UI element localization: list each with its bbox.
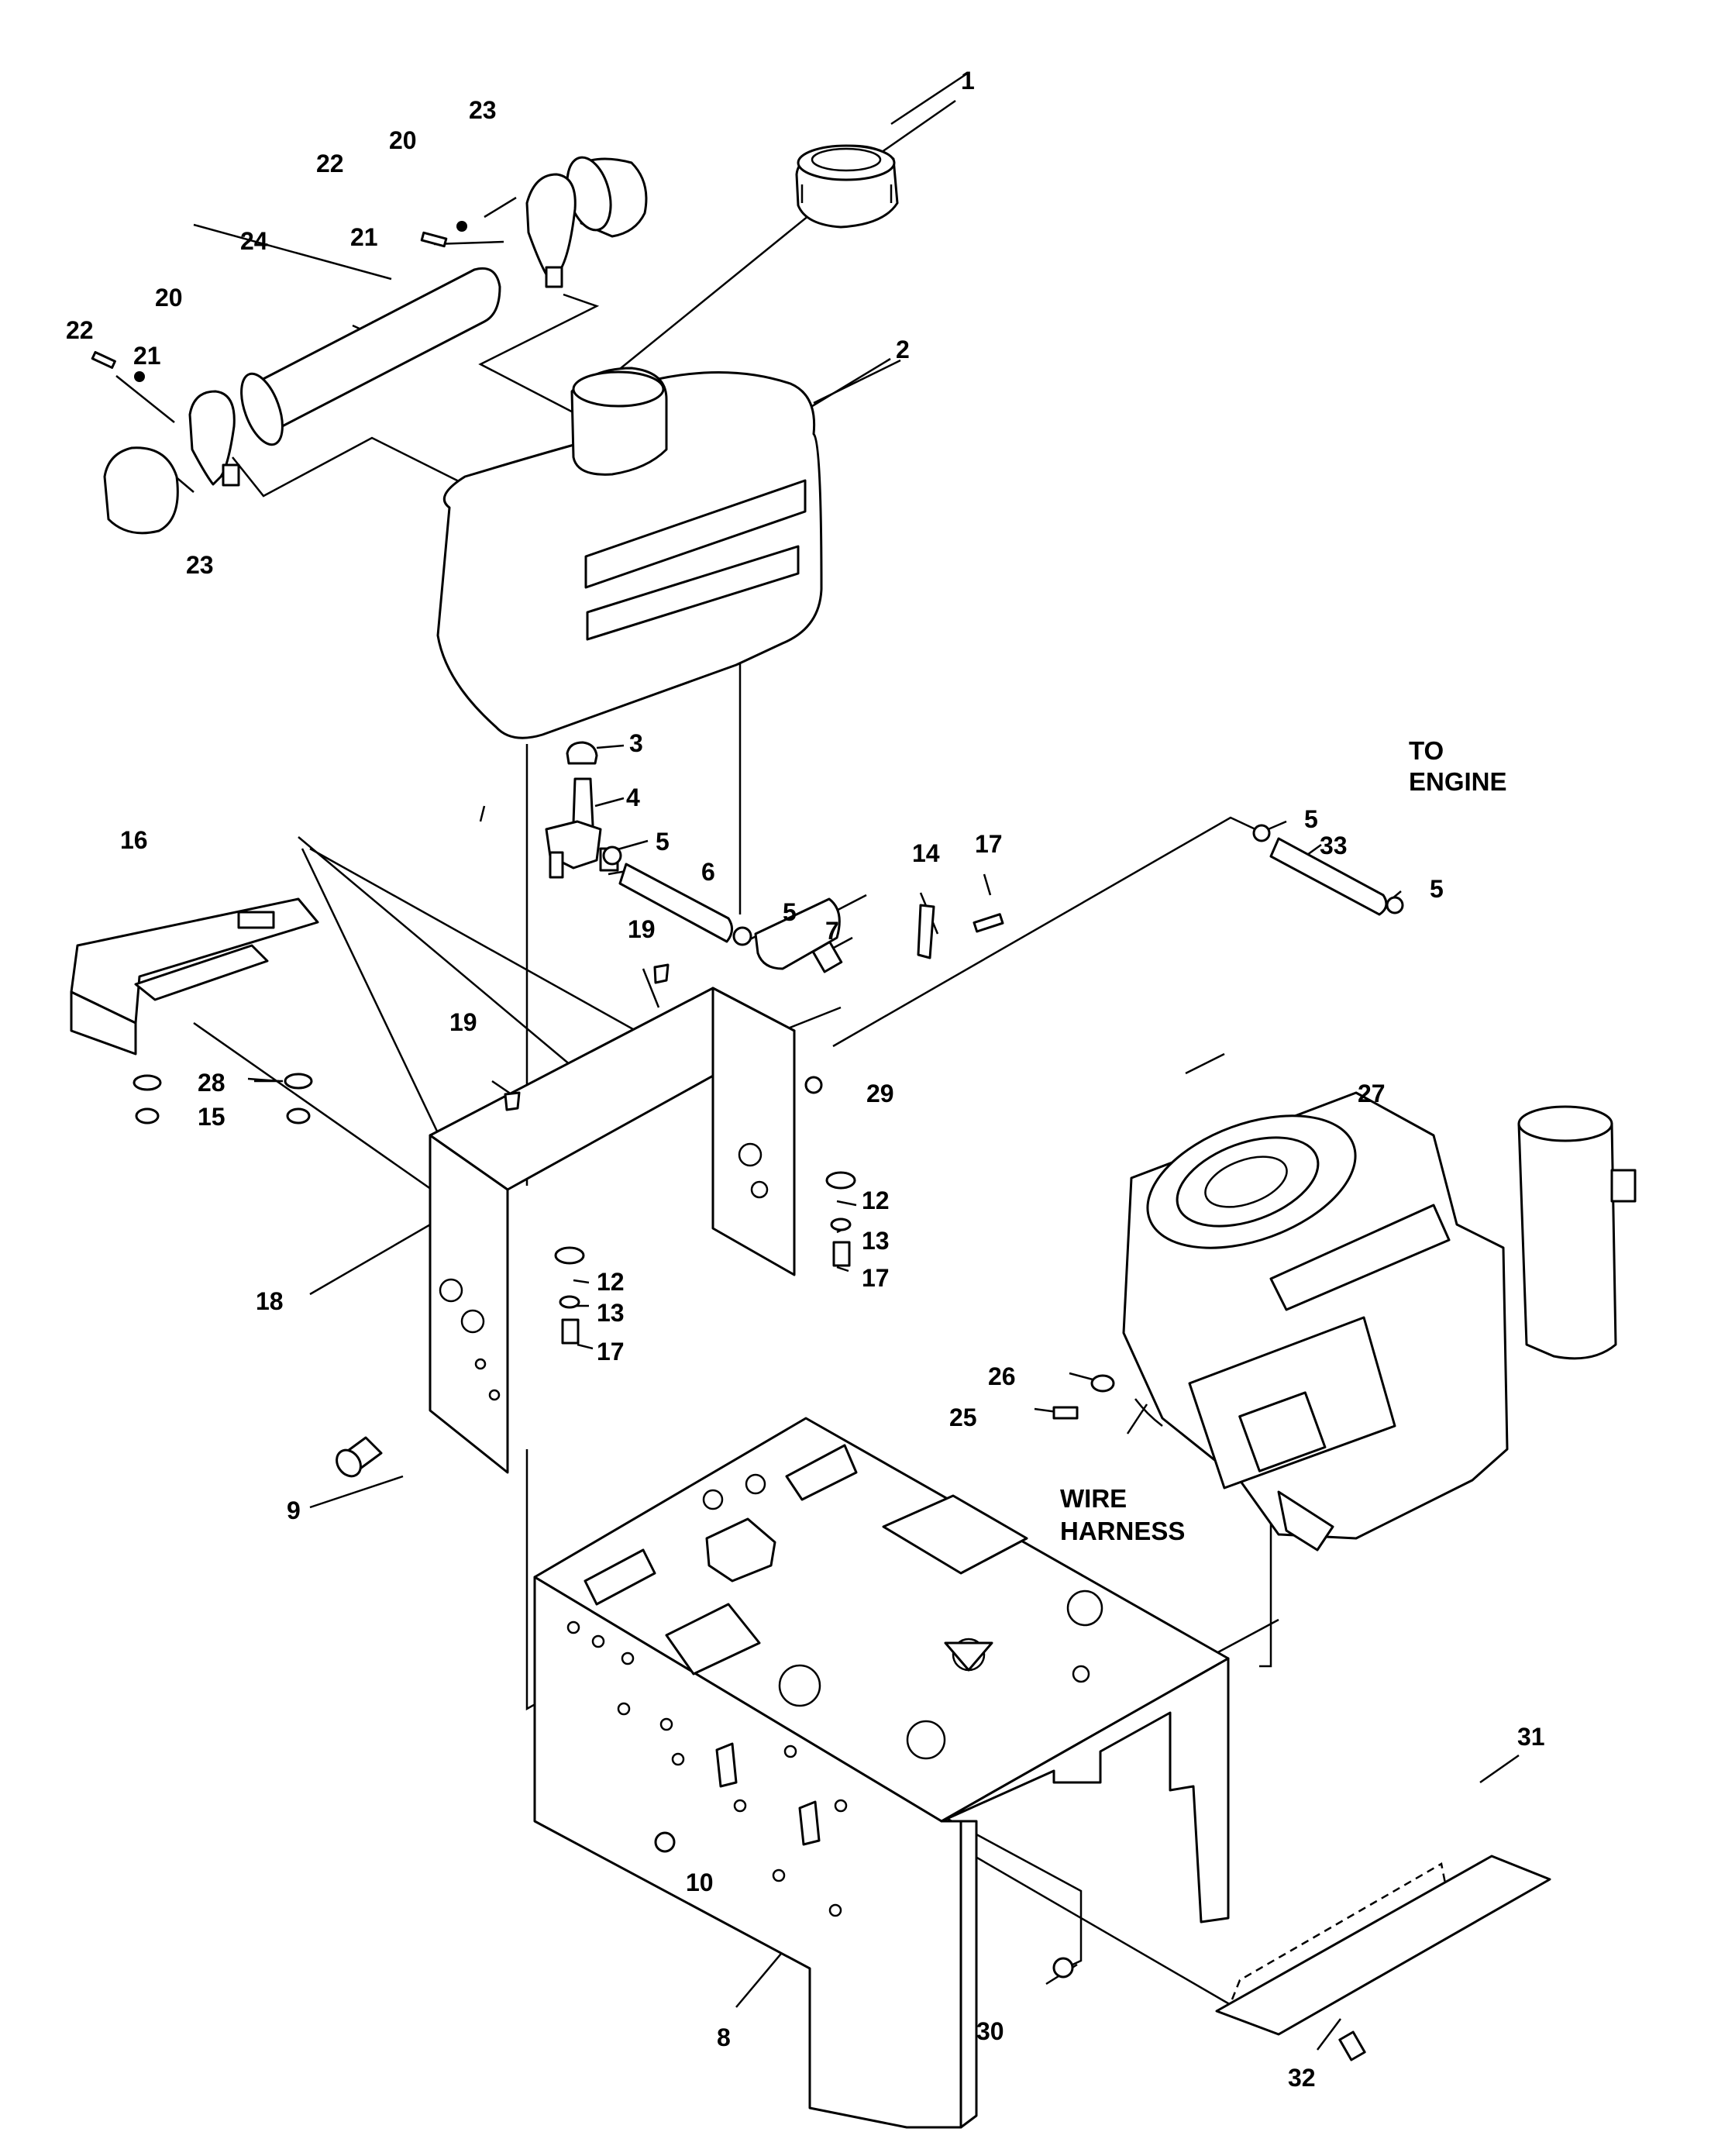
- callout-5-extra: 5: [783, 898, 797, 926]
- callout-12: 12: [597, 1268, 625, 1296]
- callout-2: 2: [896, 336, 910, 363]
- callout-7: 7: [825, 917, 839, 945]
- callout-33: 33: [1320, 832, 1348, 859]
- fuel-cap-part-1: [795, 144, 899, 229]
- callout-5: 5: [656, 828, 670, 856]
- callout-29: 29: [866, 1080, 894, 1107]
- engine-part-27: [1052, 1091, 1637, 1552]
- callout-27: 27: [1358, 1080, 1386, 1107]
- wire-harness-note-line2: HARNESS: [1060, 1517, 1185, 1545]
- callout-17: 17: [862, 1264, 890, 1292]
- callout-1: 1: [961, 67, 975, 95]
- callout-28: 28: [198, 1069, 225, 1097]
- callout-12: 12: [862, 1186, 890, 1214]
- callout-17: 17: [975, 830, 1003, 858]
- callout-6: 6: [701, 858, 715, 886]
- callout-13: 13: [862, 1227, 890, 1255]
- to-engine-note-line1: TO: [1409, 736, 1444, 765]
- callout-25: 25: [949, 1403, 977, 1431]
- callout-17: 17: [597, 1338, 625, 1366]
- callout-24: 24: [240, 227, 268, 255]
- callout-30: 30: [976, 2017, 1004, 2045]
- air-cleaner-assembly: [91, 156, 648, 535]
- callout-4: 4: [626, 784, 640, 811]
- callout-23: 23: [186, 551, 214, 579]
- callout-10: 10: [686, 1868, 714, 1896]
- callout-3: 3: [629, 729, 643, 757]
- callout-21: 21: [350, 223, 378, 251]
- callout-32: 32: [1288, 2064, 1316, 2092]
- plate-part-31: [1215, 1855, 1551, 2061]
- callout-19: 19: [449, 1008, 477, 1036]
- callout-15: 15: [198, 1103, 225, 1131]
- callout-19: 19: [628, 915, 656, 943]
- callout-20: 20: [155, 284, 183, 312]
- callout-22: 22: [316, 150, 344, 177]
- notes: TO ENGINE WIRE HARNESS: [1060, 736, 1507, 1545]
- callout-18: 18: [256, 1287, 284, 1315]
- callout-22: 22: [66, 316, 94, 344]
- fuel-tank-part-2: [436, 367, 823, 739]
- callout-20: 20: [389, 126, 417, 154]
- callout-5: 5: [783, 898, 797, 926]
- callout-9: 9: [287, 1496, 301, 1524]
- frame-part-18: [429, 963, 856, 1474]
- callout-labels: 1 2 3 4 5 5 5 5 6 7 8 9 10 12 12 13 13 1…: [66, 67, 1545, 2092]
- wire-harness-note-line1: WIRE: [1060, 1484, 1127, 1513]
- callout-26: 26: [988, 1362, 1016, 1390]
- chassis-part-8: [533, 1417, 1230, 2129]
- callout-5: 5: [1430, 875, 1444, 903]
- to-engine-note-line2: ENGINE: [1409, 767, 1507, 796]
- callout-21: 21: [133, 342, 161, 370]
- callout-13: 13: [597, 1299, 625, 1327]
- callout-16: 16: [120, 826, 148, 854]
- bracket-part-16: [70, 897, 319, 1124]
- callout-14: 14: [912, 839, 940, 867]
- callout-5: 5: [1304, 805, 1318, 833]
- fuel-line-parts: [545, 741, 1404, 973]
- callout-31: 31: [1517, 1723, 1545, 1751]
- bolt-part-9: [336, 1436, 383, 1478]
- callout-23: 23: [469, 96, 497, 124]
- callout-8: 8: [717, 2023, 731, 2051]
